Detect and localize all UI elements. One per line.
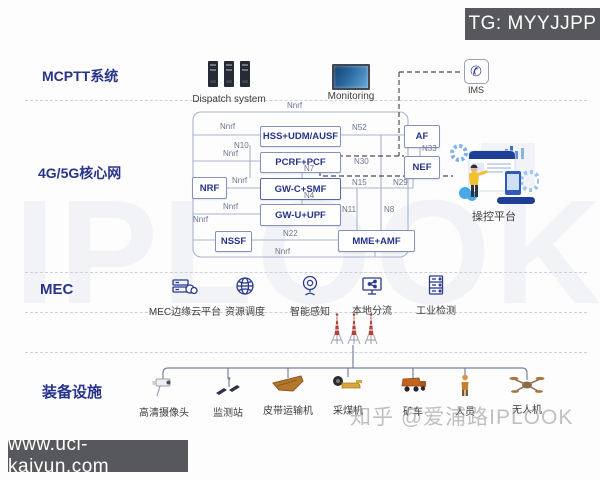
mec-item-inspection: 工业检测 xyxy=(396,275,476,317)
ims-phone-icon: ✆ xyxy=(463,59,489,84)
mec-item-label: 资源调度 xyxy=(225,307,265,318)
nf-box-nssf: NSSF xyxy=(215,231,252,252)
mec-item-breakout: 本地分流 xyxy=(332,277,412,317)
monitor-station-icon xyxy=(216,377,240,395)
monitoring-screen-icon xyxy=(332,64,370,90)
mec-item-label: MEC边缘云平台 xyxy=(148,307,222,318)
nf-box-nrf: NRF xyxy=(192,177,227,199)
person-icon xyxy=(461,374,469,396)
iface-label-nnrf-bottom: Nnrf xyxy=(275,247,291,256)
nf-box-nef: NEF xyxy=(404,156,440,179)
smart-camera-icon xyxy=(302,275,318,296)
iface-label-nnrf-top: Nnrf xyxy=(287,101,303,110)
equipment-item-label: 皮带运输机 xyxy=(263,406,313,417)
equipment-item-station: 监测站 xyxy=(192,376,264,419)
equipment-item-truck: 矿车 xyxy=(377,375,449,418)
section-label-mcptt: MCPTT系统 xyxy=(42,68,119,84)
mec-item-label: 本地分流 xyxy=(352,306,392,317)
section-label-core: 4G/5G核心网 xyxy=(38,165,122,181)
nf-box-mme-amf: MME+AMF xyxy=(338,230,415,252)
iface-label-n15: N15 xyxy=(352,178,367,187)
control-platform-label: 操控平台 xyxy=(472,211,516,223)
mec-item-sensing: 智能感知 xyxy=(270,275,350,318)
section-label-mec: MEC xyxy=(40,281,74,298)
iface-label-nnrf-hss: Nnrf xyxy=(220,122,236,131)
divider-mec xyxy=(25,312,587,313)
divider-core xyxy=(25,272,587,273)
nf-box-pcrf-pcf: PCRF+PCF xyxy=(260,152,341,173)
iface-label-n30: N30 xyxy=(354,157,369,166)
nf-box-af: AF xyxy=(404,125,440,148)
equipment-item-label: 人员 xyxy=(455,407,475,418)
nf-box-gwc-smf: GW-C+SMF xyxy=(260,178,341,200)
divider-mcptt xyxy=(25,100,587,101)
cctv-camera-icon xyxy=(152,378,171,397)
antenna-icon xyxy=(330,313,344,345)
iface-label-n29: N29 xyxy=(393,178,408,187)
antenna-icons xyxy=(329,313,379,352)
section-label-equipment: 装备设施 xyxy=(42,384,103,401)
equipment-item-camera: 高清摄像头 xyxy=(128,376,200,419)
iface-label-nnrf-gwc: Nnrf xyxy=(232,176,248,185)
zhihu-watermark: 知乎 @爱浦路IPLOOK xyxy=(350,406,574,429)
divider-radio xyxy=(25,352,587,353)
equipment-item-label: 无人机 xyxy=(512,405,542,416)
nf-box-hss-udm-ausf: HSS+UDM/AUSF xyxy=(260,126,341,147)
antenna-icon xyxy=(347,313,361,345)
mine-truck-icon xyxy=(401,377,426,392)
iface-label-nnrf-gwu: Nnrf xyxy=(223,202,239,211)
mec-item-label: 工业检测 xyxy=(416,306,456,317)
iface-label-n10: N10 xyxy=(234,141,249,150)
mcptt-item-label: Dispatch system xyxy=(192,94,266,105)
iface-label-n4: N4 xyxy=(304,191,315,200)
equipment-item-person: 人员 xyxy=(429,374,501,418)
equipment-item-drone: 无人机 xyxy=(491,375,563,416)
equipment-item-shearer: 采煤机 xyxy=(312,374,384,417)
globe-icon xyxy=(236,277,254,295)
server-rack-icon xyxy=(428,275,443,295)
monitor-share-icon xyxy=(362,277,382,295)
nf-box-gwu-upf: GW-U+UPF xyxy=(260,204,341,226)
dispatch-system-icon xyxy=(208,61,250,87)
equipment-item-label: 矿车 xyxy=(403,407,423,418)
mcptt-item-label: Monitoring xyxy=(327,91,375,102)
equipment-tree-lines xyxy=(162,345,528,380)
iface-label-n33: N33 xyxy=(422,144,437,153)
equipment-item-conveyor: 皮带运输机 xyxy=(252,374,324,417)
equipment-item-label: 高清摄像头 xyxy=(139,408,189,419)
iface-label-n11: N11 xyxy=(342,205,357,214)
edge-cloud-server-icon xyxy=(172,279,198,295)
site-url-badge: www.ucl-kaiyun.com xyxy=(8,434,188,477)
mcptt-item-ims: ✆ IMS xyxy=(450,59,502,95)
mec-item-label: 智能感知 xyxy=(290,307,330,318)
iface-label-n52: N52 xyxy=(352,123,367,132)
iface-label-nnrf-left: Nnrf xyxy=(193,215,209,224)
iface-label-n8: N8 xyxy=(384,205,395,214)
mcptt-item-dispatch: Dispatch system xyxy=(183,60,275,105)
mcptt-item-label: IMS xyxy=(467,85,484,95)
mec-item-resource: 资源调度 xyxy=(205,276,285,318)
mec-item-edge-cloud: MEC边缘云平台 xyxy=(145,277,225,318)
mcptt-item-monitoring: Monitoring xyxy=(316,64,386,102)
control-platform-illustration xyxy=(447,143,541,212)
coal-shearer-icon xyxy=(333,376,362,389)
equipment-item-label: 采煤机 xyxy=(333,406,363,417)
iface-label-n22: N22 xyxy=(283,229,298,238)
iface-label-nnrf-pcrf: Nnrf xyxy=(223,149,239,158)
tg-badge: TG: MYYJJPP xyxy=(465,8,600,40)
antenna-icon xyxy=(364,313,378,345)
drone-icon xyxy=(509,376,545,393)
belt-conveyor-icon xyxy=(272,375,304,392)
iface-label-n7: N7 xyxy=(304,164,315,173)
equipment-item-label: 监测站 xyxy=(213,408,243,419)
